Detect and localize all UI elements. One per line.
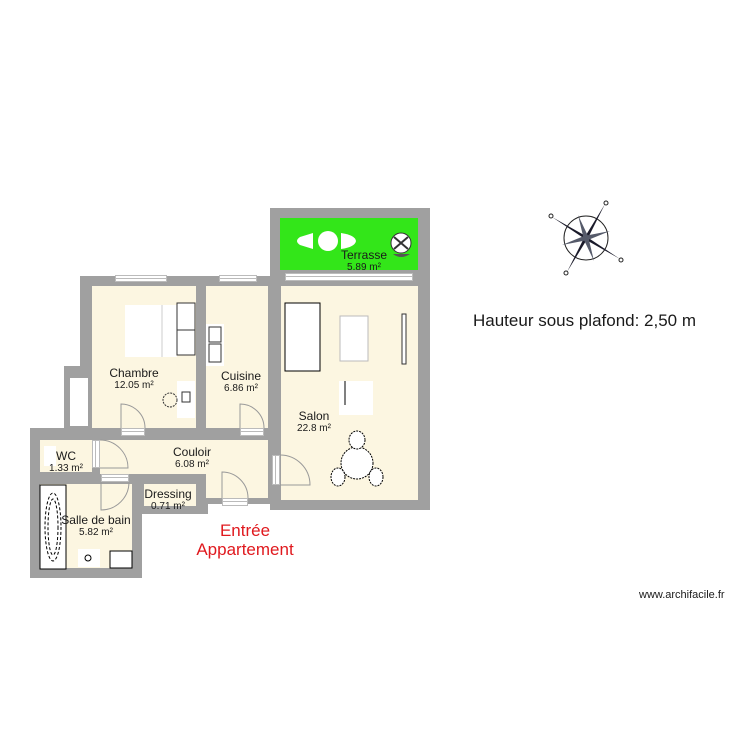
room-label-salon: Salon 22.8 m² <box>297 409 331 435</box>
room-area: 5.89 m² <box>347 262 381 274</box>
room-name: Salon <box>298 409 330 423</box>
room-name: Chambre <box>109 366 159 380</box>
room-name: Dressing <box>144 487 192 501</box>
door-frame-chambre <box>121 428 145 436</box>
chambre-furniture <box>125 302 196 418</box>
window-chambre <box>115 275 167 282</box>
room-label-couloir: Couloir 6.08 m² <box>172 445 212 471</box>
room-label-wc: WC 1.33 m² <box>49 449 83 475</box>
room-closet-floor <box>70 378 88 426</box>
room-area: 22.8 m² <box>297 423 331 435</box>
door-frame-salon <box>272 455 280 485</box>
room-label-salle-de-bain: Salle de bain 5.82 m² <box>61 513 131 539</box>
door-frame-sdb <box>101 474 129 482</box>
watermark: www.archifacile.fr <box>639 589 725 601</box>
room-label-chambre: Chambre 12.05 m² <box>109 366 159 392</box>
room-label-dressing: Dressing 0.71 m² <box>144 487 192 513</box>
cuisine-furniture <box>206 324 224 366</box>
room-name: Salle de bain <box>61 513 131 527</box>
salon-furniture <box>284 302 407 487</box>
entrance-label-line1: Entrée <box>219 521 271 540</box>
room-area: 6.86 m² <box>224 383 258 395</box>
room-area: 0.71 m² <box>151 501 185 513</box>
terrasse-furniture <box>297 231 412 257</box>
room-label-cuisine: Cuisine 6.86 m² <box>220 369 262 395</box>
room-name: Couloir <box>172 445 212 459</box>
door-frame-entree <box>222 498 248 506</box>
room-couloir-ext-floor <box>206 470 268 498</box>
room-label-terrasse: Terrasse 5.89 m² <box>340 248 388 274</box>
entrance-label-line2: Appartement <box>196 539 294 559</box>
salle-de-bain-furniture <box>39 446 133 570</box>
room-name: Cuisine <box>220 369 262 383</box>
window-terrasse-salon <box>285 273 413 281</box>
door-frame-cuisine <box>240 428 264 436</box>
room-area: 1.33 m² <box>49 463 83 475</box>
room-area: 12.05 m² <box>114 380 154 392</box>
entrance-label: Entrée Appartement <box>196 521 294 559</box>
door-frame-wc <box>92 440 100 468</box>
room-name: WC <box>56 449 76 463</box>
window-cuisine <box>219 275 257 282</box>
room-area: 6.08 m² <box>175 459 209 471</box>
room-name: Terrasse <box>340 248 388 262</box>
compass-rose-icon <box>548 200 624 276</box>
room-dressing-floor <box>144 484 196 506</box>
room-area: 5.82 m² <box>79 527 113 539</box>
ceiling-height-note: Hauteur sous plafond: 2,50 m <box>473 311 697 330</box>
